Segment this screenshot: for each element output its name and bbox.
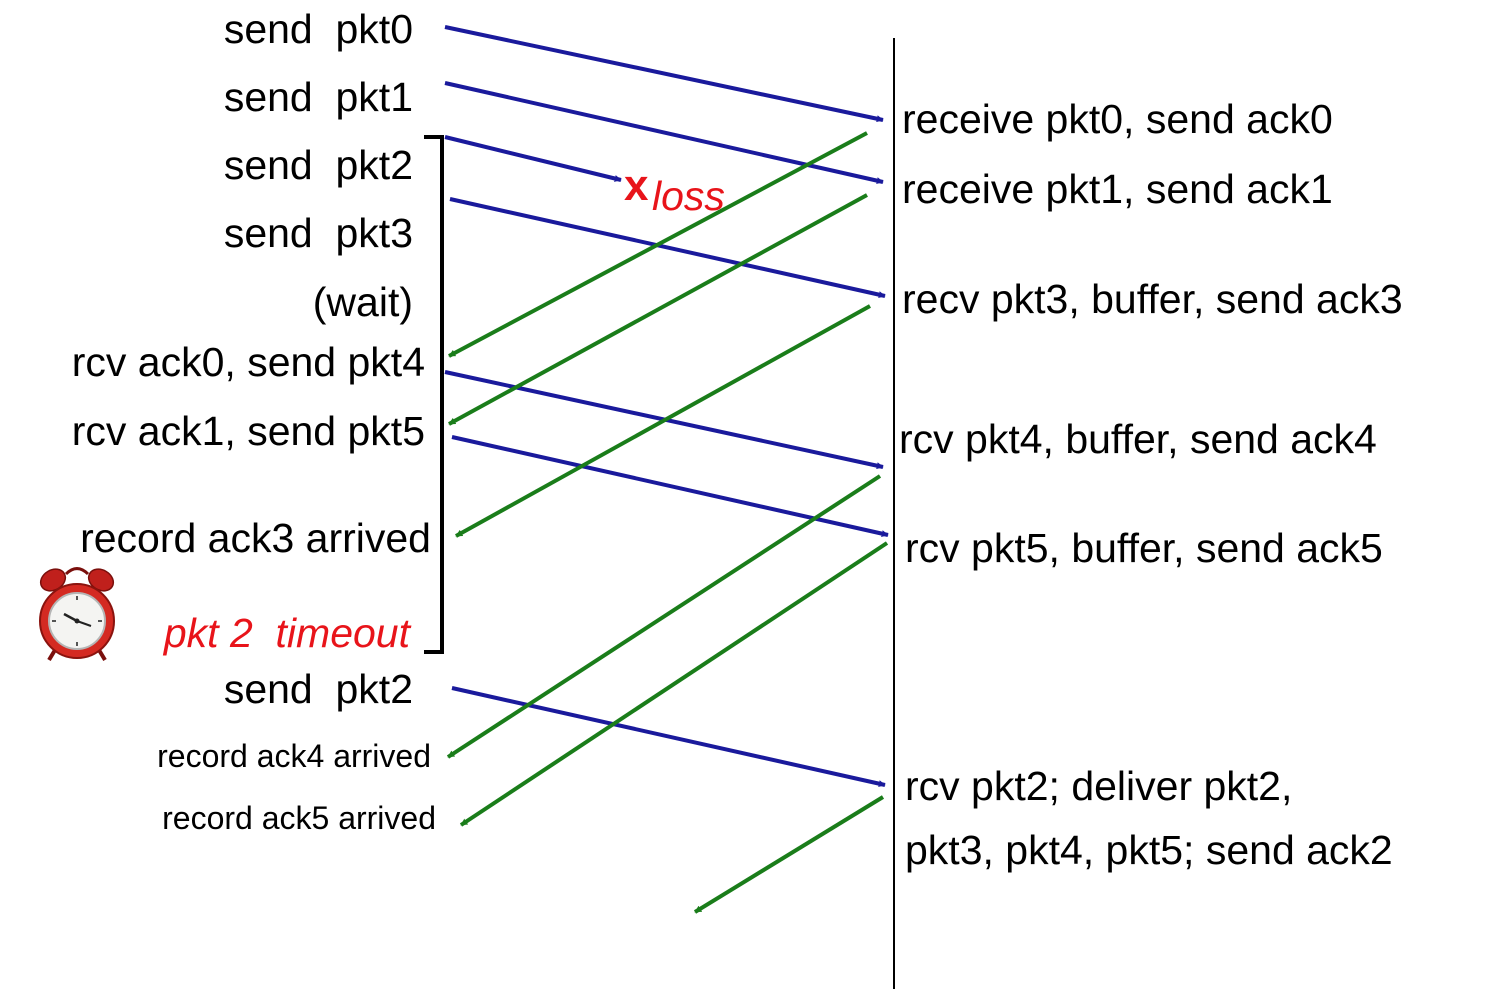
- sender-send-pkt0: send pkt0: [224, 6, 413, 52]
- receiver-pkt3: recv pkt3, buffer, send ack3: [902, 276, 1403, 322]
- sender-send-pkt1: send pkt1: [224, 74, 413, 120]
- ack4-arrow: [446, 474, 882, 759]
- sender-record-ack4: record ack4 arrived: [157, 738, 431, 774]
- sender-rcv-ack0: rcv ack0, send pkt4: [72, 339, 425, 385]
- ack-arrows: [446, 131, 889, 914]
- sender-labels: send pkt0 send pkt1 send pkt2 send pkt3 …: [72, 6, 436, 836]
- ack3-arrow: [455, 304, 871, 538]
- sender-timeout: pkt 2 timeout: [162, 610, 412, 656]
- ack0-arrow: [448, 131, 868, 358]
- pkt0-arrow: [444, 25, 884, 123]
- pkt3-arrow: [449, 197, 886, 299]
- pkt5-arrow: [451, 435, 889, 538]
- loss-mark: x: [624, 161, 649, 210]
- receiver-pkt2-line1: rcv pkt2; deliver pkt2,: [905, 763, 1292, 809]
- sender-resend-pkt2: send pkt2: [224, 666, 413, 712]
- receiver-pkt0: receive pkt0, send ack0: [902, 96, 1333, 142]
- pkt2-lost-arrow: [444, 135, 622, 182]
- sender-record-ack5: record ack5 arrived: [162, 800, 436, 836]
- receiver-pkt2-line2: pkt3, pkt4, pkt5; send ack2: [905, 827, 1393, 873]
- data-packet-arrows: [444, 25, 889, 788]
- pkt1-arrow: [444, 81, 884, 185]
- sender-rcv-ack1: rcv ack1, send pkt5: [72, 408, 425, 454]
- sender-window-bracket: [424, 135, 444, 654]
- ack2-arrow: [693, 795, 885, 914]
- ack5-arrow: [459, 541, 889, 827]
- alarm-clock-icon: [39, 567, 115, 662]
- sender-record-ack3: record ack3 arrived: [80, 515, 431, 561]
- receiver-pkt1: receive pkt1, send ack1: [902, 166, 1333, 212]
- sender-send-pkt3: send pkt3: [224, 210, 413, 256]
- receiver-pkt5: rcv pkt5, buffer, send ack5: [905, 525, 1383, 571]
- sender-send-pkt2: send pkt2: [224, 142, 413, 188]
- sender-wait: (wait): [313, 279, 413, 325]
- receiver-labels: receive pkt0, send ack0 receive pkt1, se…: [899, 96, 1403, 873]
- receiver-pkt4: rcv pkt4, buffer, send ack4: [899, 416, 1377, 462]
- pkt2-retransmit-arrow: [451, 686, 886, 788]
- ack1-arrow: [448, 193, 868, 426]
- loss-label: loss: [652, 173, 725, 219]
